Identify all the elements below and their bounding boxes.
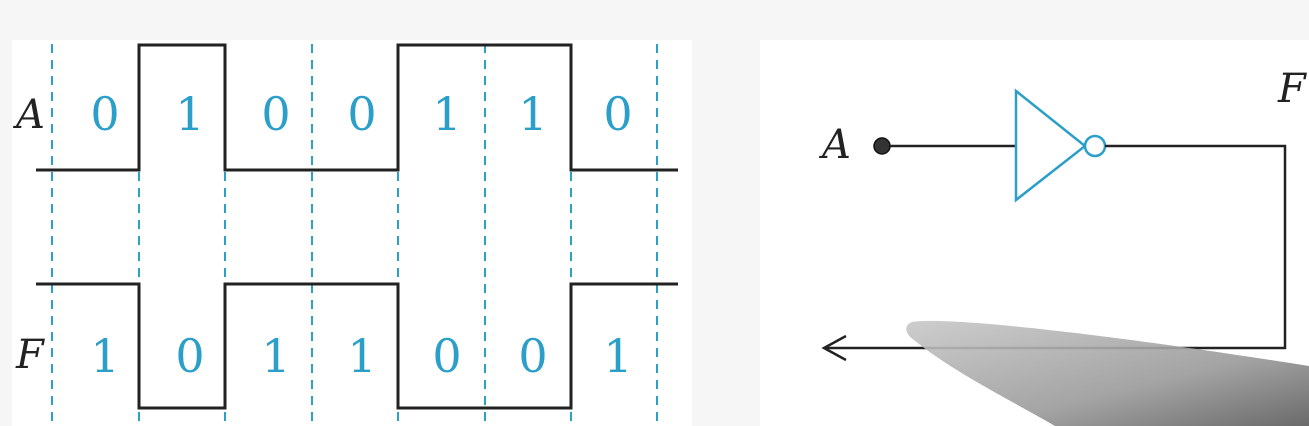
output-arrow-icon <box>821 334 847 362</box>
circuit-input-label: A <box>818 122 851 168</box>
output-bit: 1 <box>347 329 376 383</box>
output-waveform <box>36 282 678 410</box>
circuit-output-label: F <box>1277 66 1307 112</box>
output-bit: 0 <box>175 329 204 383</box>
timing-panel <box>12 40 692 426</box>
input-bit: 1 <box>432 87 461 141</box>
output-bit: 0 <box>432 329 461 383</box>
input-bit: 0 <box>347 87 376 141</box>
input-bit: 1 <box>518 87 547 141</box>
output-bit: 1 <box>603 329 632 383</box>
pointer-shadow <box>906 320 1309 426</box>
not-gate-icon <box>1014 88 1088 203</box>
output-bit: 1 <box>261 329 290 383</box>
input-bit: 0 <box>90 87 119 141</box>
input-bit-row: 0 1 0 0 1 1 0 <box>90 87 632 141</box>
inversion-bubble <box>1083 134 1107 158</box>
input-bit: 1 <box>175 87 204 141</box>
output-bit-row: 1 0 1 1 0 0 1 <box>90 329 632 383</box>
output-signal-label: F <box>15 332 45 378</box>
input-bit: 0 <box>261 87 290 141</box>
input-signal-label: A <box>12 92 45 138</box>
output-bit: 1 <box>90 329 119 383</box>
input-terminal <box>873 137 891 155</box>
input-bit: 0 <box>603 87 632 141</box>
input-waveform <box>36 43 678 172</box>
output-bit: 0 <box>518 329 547 383</box>
